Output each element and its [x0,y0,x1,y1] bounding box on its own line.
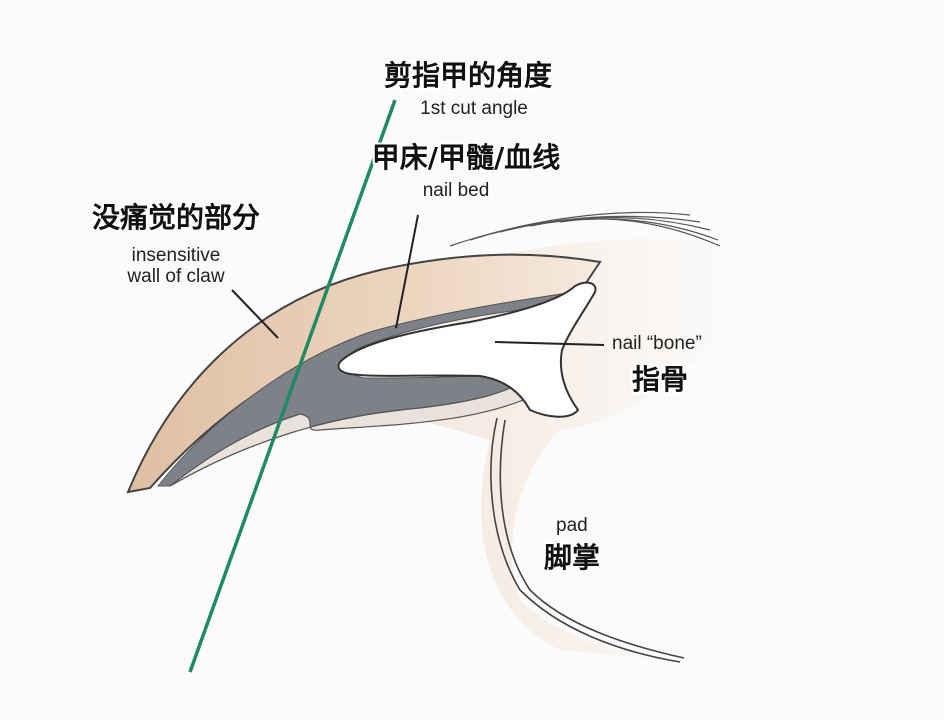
pointer-nail-bone [494,341,605,346]
insensitive-label-en-1: insensitive [131,245,221,266]
pad-label-en: pad [556,515,588,536]
insensitive-label-en-2: wall of claw [127,266,225,287]
insensitive-label-zh: 没痛觉的部分 [91,201,261,234]
pointer-insensitive [231,289,279,339]
cut-angle-label-en: 1st cut angle [420,98,528,119]
nail-bed-label-zh: 甲床/甲髓/血线 [371,141,561,174]
cut-angle-label-zh: 剪指甲的角度 [383,59,553,92]
claw-underside [169,370,536,487]
nail-bone [337,281,597,418]
nail-bone-label-zh: 指骨 [632,363,689,396]
pad-label-zh: 脚掌 [544,541,601,574]
nail-bed-label-en: nail bed [422,180,490,201]
cut-angle-line [188,99,397,673]
pointer-nail-bed [395,214,419,329]
pad-outline [490,417,685,663]
nail-bone-label-en: nail “bone” [612,333,702,354]
fur-hatching [449,211,721,247]
